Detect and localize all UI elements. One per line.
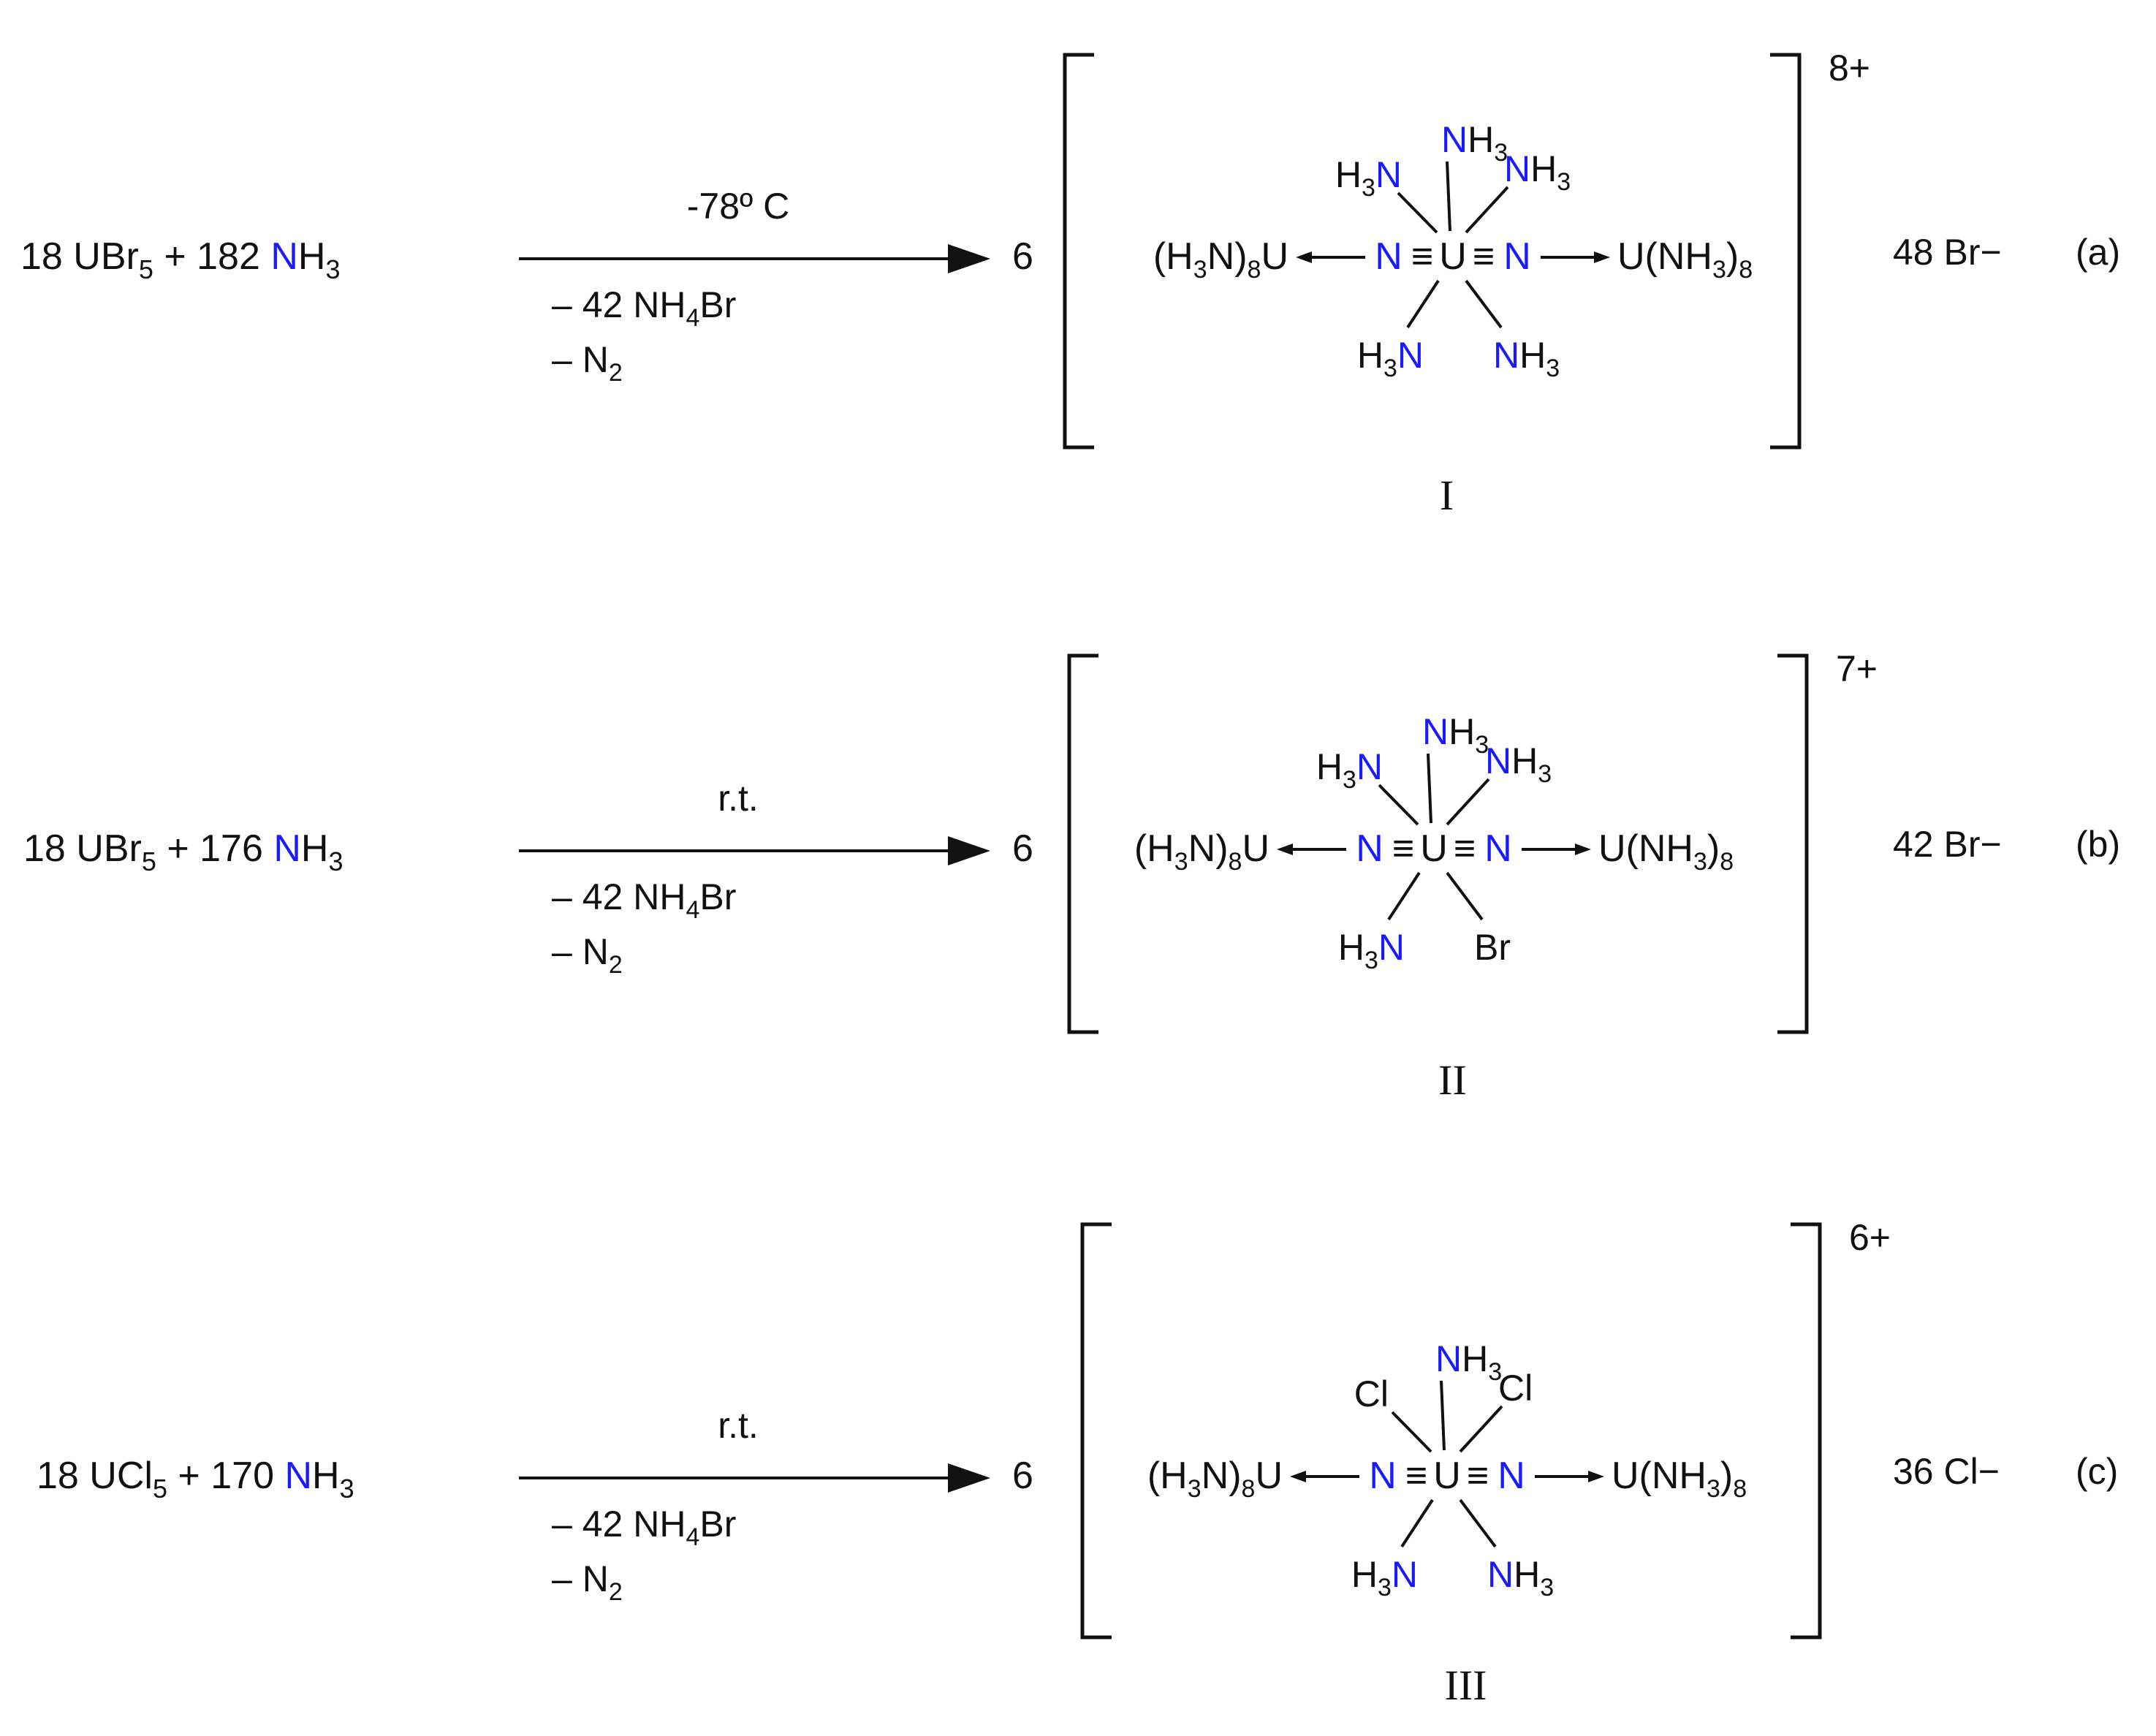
nitride-n-right: N [1503,235,1531,278]
arrow-head [948,244,990,273]
ligand-top: NH3 [1422,711,1489,759]
reaction-label: (b) [2076,824,2120,865]
compound-number: I [1440,471,1454,519]
ligand-lower-left: H3N [1357,335,1424,382]
nitride-n-left: N [1369,1455,1397,1497]
ligand-lower-right: NH3 [1487,1554,1554,1602]
ligand-upper-right: Cl [1498,1368,1533,1409]
ligand-lower-left: H3N [1351,1554,1418,1602]
reaction-label: (c) [2076,1451,2118,1492]
reactants: 18 UBr5 + 176 NH3 [23,827,343,876]
reaction-c: 18 UCl5 + 170 NH3 r.t. – 42 NH4Br – N2 6 6+ U≡… [37,1217,2118,1709]
dative-arrowhead-left [1290,1471,1306,1482]
bond-lower-left [1406,279,1440,329]
arrow-head [948,1463,990,1493]
bond-upper-right [1459,1405,1503,1453]
arrow-condition: -78º C [687,186,790,227]
triple-bond-left: ≡ [1411,235,1433,278]
outer-unit-right: U(NH3)8 [1612,1455,1747,1503]
bond-lower-left [1387,871,1421,921]
compound-number: III [1445,1661,1487,1709]
right-bracket [1770,53,1802,450]
dative-arrowhead-right [1588,1471,1604,1482]
left-bracket [1067,653,1098,1034]
product-coefficient: 6 [1012,235,1033,278]
reaction-label: (a) [2076,232,2120,273]
ligand-upper-left: Cl [1354,1373,1389,1414]
dative-arrowhead-right [1575,844,1591,855]
outer-unit-left: (H3N)8U [1147,1455,1283,1503]
ligand-upper-left: H3N [1316,746,1383,794]
arrow-condition: r.t. [718,778,759,819]
ligand-lower-left: H3N [1338,927,1405,974]
right-bracket [1791,1222,1822,1640]
bond-top [1427,753,1432,824]
bond-top [1440,1380,1446,1451]
byproduct-nitrogen: – N2 [552,931,623,979]
nitride-n-right: N [1498,1455,1525,1497]
bond-upper-left [1391,1411,1432,1453]
complex-charge: 8+ [1829,48,1870,88]
reaction-b: 18 UBr5 + 176 NH3 r.t. – 42 NH4Br – N2 6 7+ U≡… [23,648,2120,1104]
product-coefficient: 6 [1012,827,1033,870]
compound-number: II [1438,1056,1467,1104]
byproduct-ammonium-bromide: – 42 NH4Br [552,876,736,924]
byproduct-ammonium-bromide: – 42 NH4Br [552,1504,736,1551]
triple-bond-right: ≡ [1454,827,1476,870]
reactants: 18 UBr5 + 182 NH3 [20,235,341,284]
outer-unit-right: U(NH3)8 [1598,827,1734,876]
outer-unit-left: (H3N)8U [1153,235,1288,284]
byproduct-nitrogen: – N2 [552,339,623,387]
nitride-n-left: N [1375,235,1402,278]
reactants: 18 UCl5 + 170 NH3 [37,1455,354,1504]
counterion: 42 Br− [1893,824,2002,865]
complex-charge: 7+ [1836,648,1878,689]
arrow-head [948,836,990,865]
bond-lower-right [1459,1498,1497,1548]
dative-arrowhead-right [1594,251,1610,263]
triple-bond-right: ≡ [1467,1455,1489,1497]
ligand-lower-right: NH3 [1493,335,1560,382]
triple-bond-right: ≡ [1473,235,1495,278]
bond-lower-right [1446,871,1484,921]
ligand-top: NH3 [1441,119,1508,167]
ligand-upper-left: H3N [1335,154,1402,202]
bond-upper-right [1465,186,1509,234]
ligand-lower-right: Br [1474,927,1511,968]
product-coefficient: 6 [1012,1455,1033,1497]
reaction-a: 18 UBr5 + 182 NH3 -78º C – 42 NH4Br – N2 6 8+… [20,48,2120,519]
ligand-upper-right: NH3 [1504,148,1571,196]
nitride-n-left: N [1356,827,1383,870]
dative-arrowhead-left [1277,844,1293,855]
ligand-upper-right: NH3 [1485,740,1552,788]
bond-upper-left [1378,784,1419,826]
uranium-center: U [1420,827,1448,870]
left-bracket [1063,53,1094,450]
triple-bond-left: ≡ [1392,827,1414,870]
nitride-n-right: N [1484,827,1512,870]
uranium-center: U [1433,1455,1461,1497]
right-bracket [1777,653,1809,1034]
bond-lower-left [1400,1498,1434,1548]
byproduct-nitrogen: – N2 [552,1558,623,1606]
uranium-center: U [1439,235,1467,278]
bond-upper-right [1446,778,1490,826]
arrow-condition: r.t. [718,1405,759,1446]
complex-charge: 6+ [1849,1217,1891,1258]
counterion: 36 Cl− [1893,1451,2000,1492]
outer-unit-right: U(NH3)8 [1617,235,1753,284]
bond-upper-left [1397,192,1438,234]
outer-unit-left: (H3N)8U [1134,827,1269,876]
bond-lower-right [1465,279,1503,329]
byproduct-ammonium-bromide: – 42 NH4Br [552,284,736,332]
bond-top [1446,161,1451,232]
ligand-top: NH3 [1435,1338,1502,1386]
triple-bond-left: ≡ [1405,1455,1427,1497]
dative-arrowhead-left [1296,251,1312,263]
counterion: 48 Br− [1893,232,2002,273]
left-bracket [1080,1222,1112,1640]
